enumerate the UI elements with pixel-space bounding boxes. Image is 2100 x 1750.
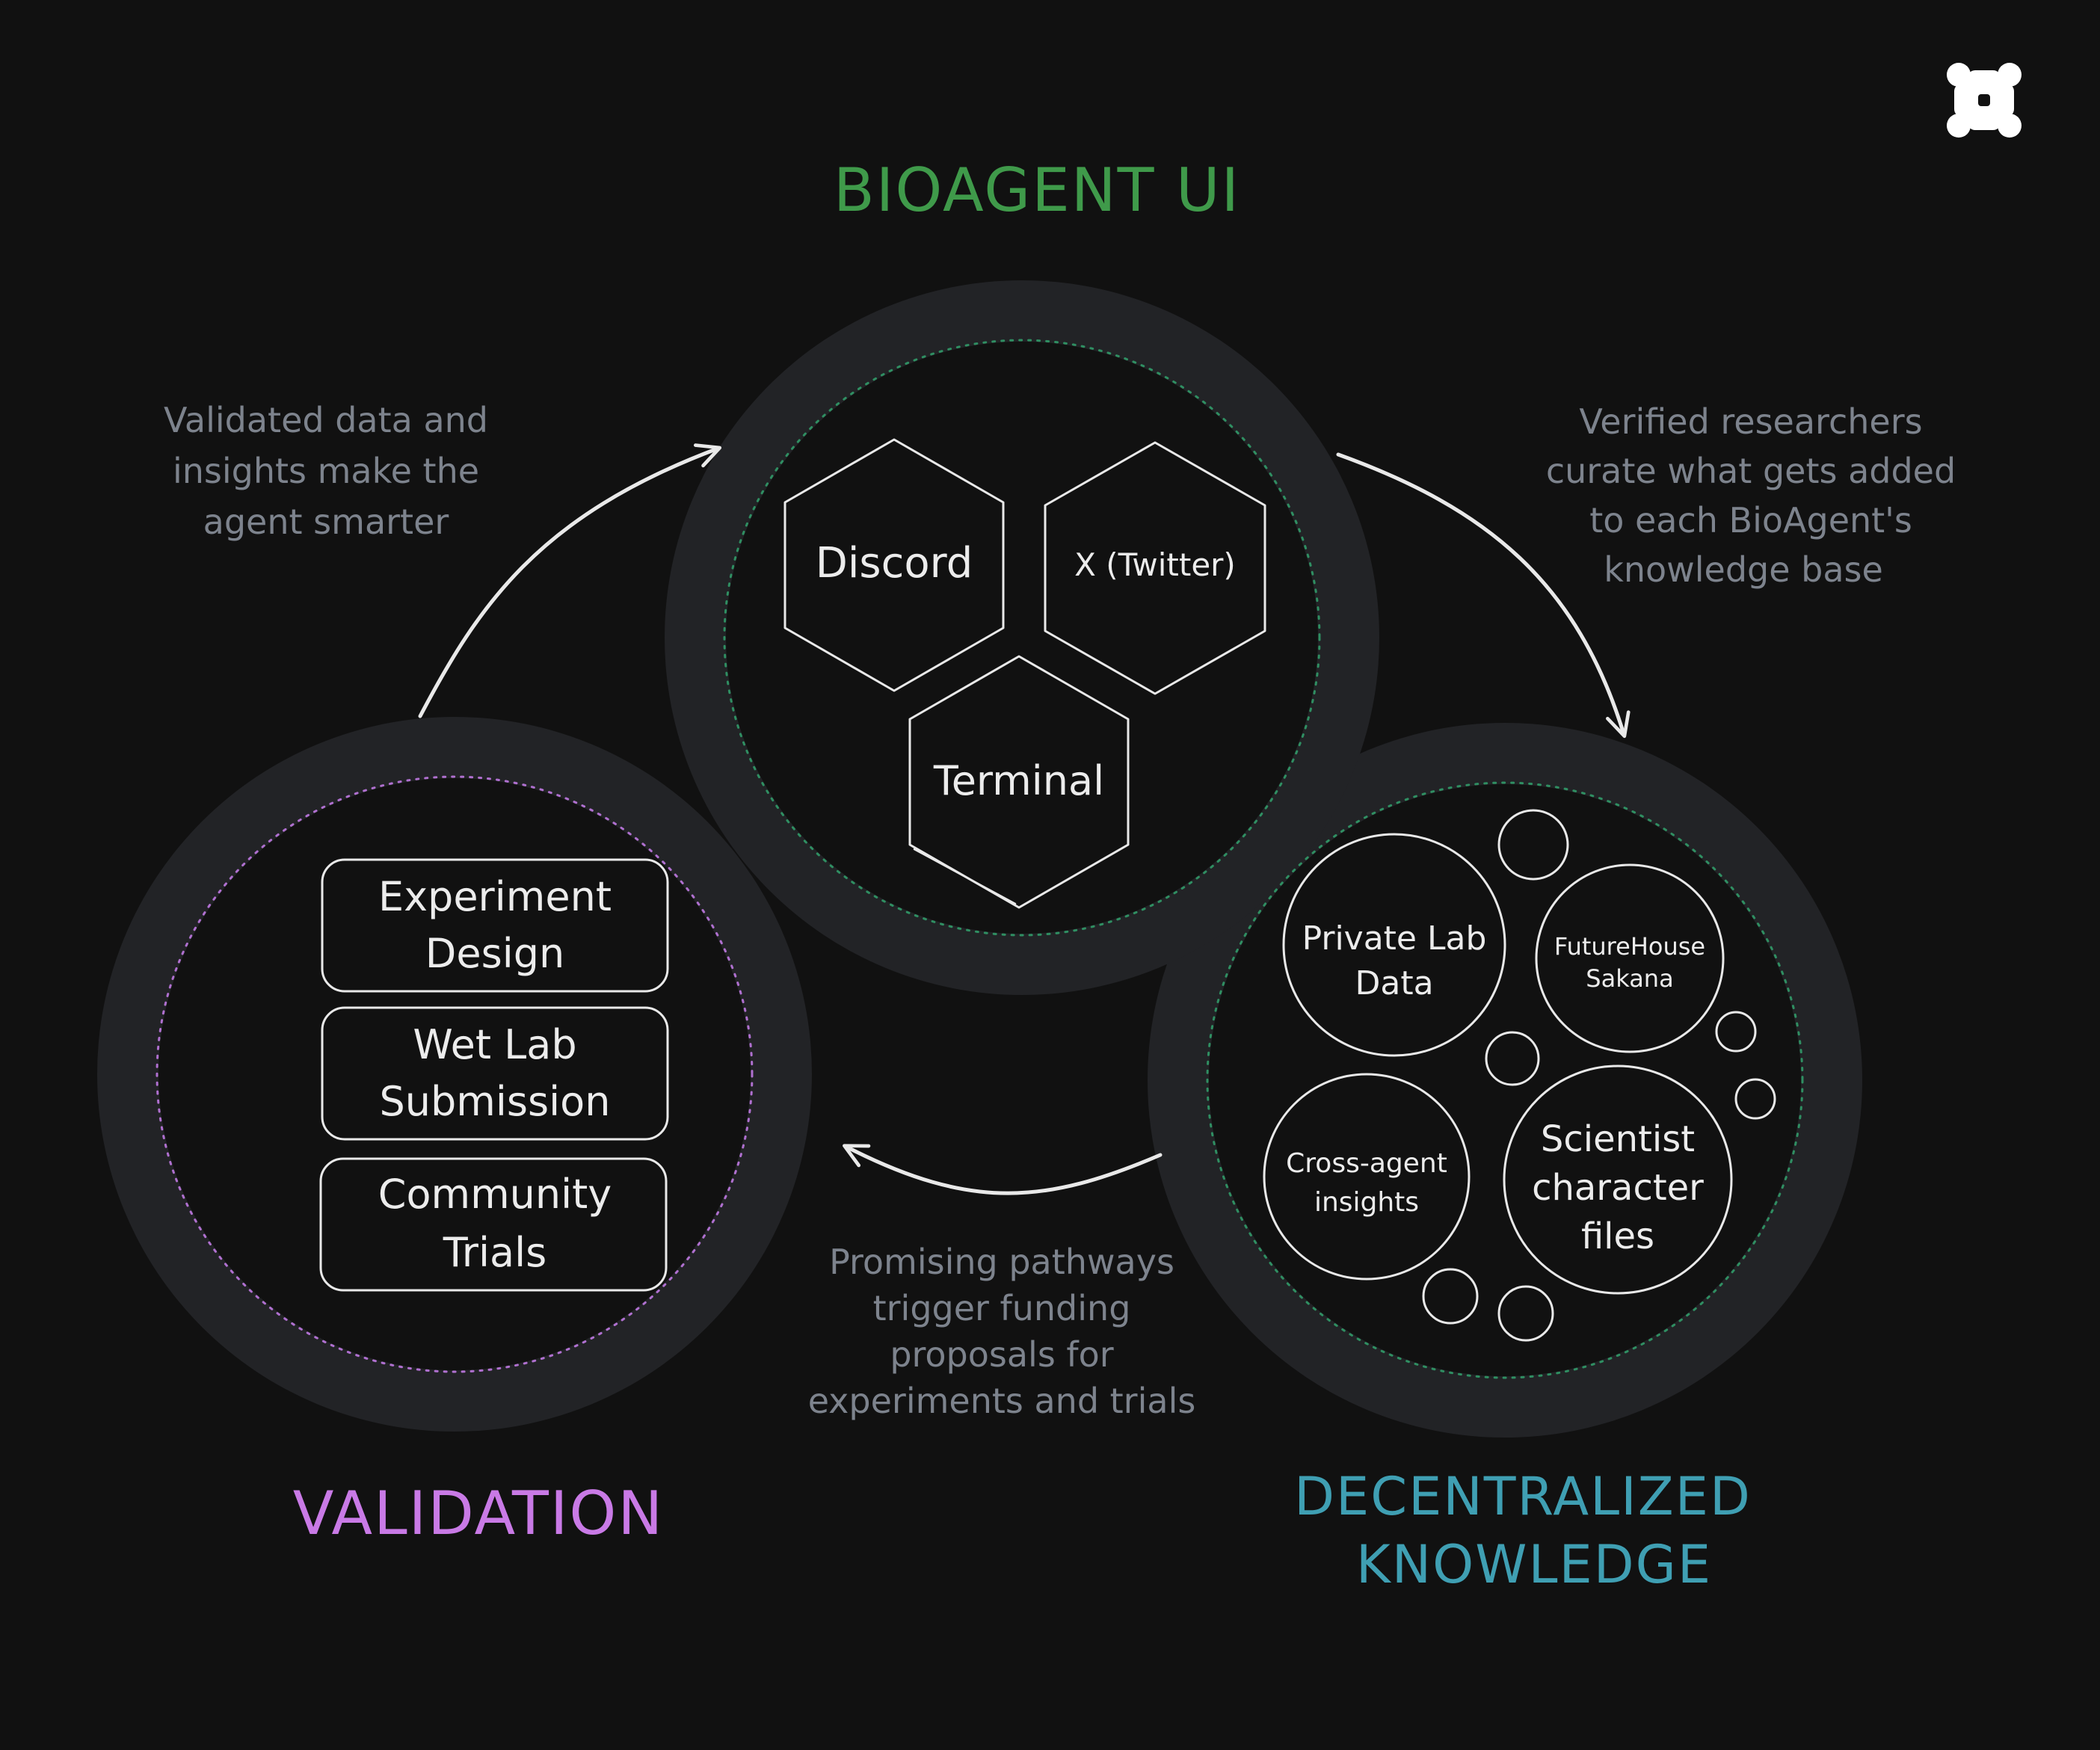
cross-agent-insights-node: Cross-agent insights [1263,1073,1471,1281]
terminal-node: Terminal [908,655,1130,909]
private-lab-line2: Data [1355,964,1433,1002]
bio-protocol-logo-icon [1947,63,2022,138]
knowledge-dotted-border [1206,781,1804,1379]
note-right-line2: curate what gets added [1546,451,1956,491]
private-lab-data-node: Private Lab Data [1282,833,1506,1057]
scientist-line2: character [1532,1167,1704,1209]
x-twitter-label: X (Twitter) [1074,546,1236,583]
note-bottom-line3: proposals for [890,1334,1113,1375]
experiment-design-box: Experiment Design [321,858,669,993]
bioagent-dotted-border [723,339,1321,937]
private-lab-line1: Private Lab [1302,919,1487,958]
note-right-line4: knowledge base [1604,549,1883,590]
note-bottom-line2: trigger funding [873,1288,1131,1328]
experiment-design-line2: Design [425,930,564,977]
scientist-line3: files [1581,1216,1654,1257]
note-bottom: Promising pathways trigger funding propo… [808,1242,1196,1421]
note-right-line3: to each BioAgent's [1589,500,1912,540]
arrow-knowledge-to-validation [843,1144,1163,1195]
note-left: Validated data and insights make the age… [164,400,488,542]
note-bottom-line1: Promising pathways [829,1242,1174,1282]
futurehouse-line1: FutureHouse [1554,932,1705,961]
community-trials-box: Community Trials [319,1157,668,1292]
community-trials-line2: Trials [443,1229,546,1276]
validation-dotted-border [156,775,754,1373]
futurehouse-line2: Sakana [1586,964,1673,993]
arrow-validation-to-bioagent [418,443,722,718]
note-left-line2: insights make the [173,451,479,491]
scientist-character-files-node: Scientist character files [1503,1065,1733,1295]
validation-inner [158,778,751,1370]
note-right: Verified researchers curate what gets ad… [1546,401,1956,590]
community-trials-line1: Community [378,1171,612,1218]
terminal-label: Terminal [933,757,1104,804]
knowledge-inner [1209,784,1801,1376]
cross-agent-line1: Cross-agent [1286,1148,1447,1179]
wet-lab-submission-box: Wet Lab Submission [321,1006,669,1141]
bioagent-inner [726,342,1318,934]
discord-node: Discord [783,438,1005,692]
knowledge-title-line2: KNOWLEDGE [1356,1534,1712,1595]
note-left-line1: Validated data and [164,400,488,440]
wet-lab-line2: Submission [380,1078,611,1125]
futurehouse-sakana-node: FutureHouse Sakana [1535,863,1725,1053]
note-left-line3: agent smarter [203,502,449,542]
discord-label: Discord [816,539,973,588]
note-bottom-line4: experiments and trials [808,1381,1196,1421]
small-knowledge-bubbles [1422,809,1776,1342]
experiment-design-line1: Experiment [378,873,612,920]
x-twitter-node: X (Twitter) [1044,441,1266,695]
scientist-line1: Scientist [1541,1118,1695,1160]
bioagent-ui-title: BIOAGENT UI [834,155,1240,225]
validation-title: VALIDATION [293,1479,664,1548]
wet-lab-line1: Wet Lab [413,1021,576,1068]
note-right-line1: Verified researchers [1579,401,1922,442]
arrow-bioagent-to-knowledge [1336,452,1631,739]
knowledge-title-line1: DECENTRALIZED [1294,1466,1752,1527]
cross-agent-line2: insights [1314,1187,1419,1218]
